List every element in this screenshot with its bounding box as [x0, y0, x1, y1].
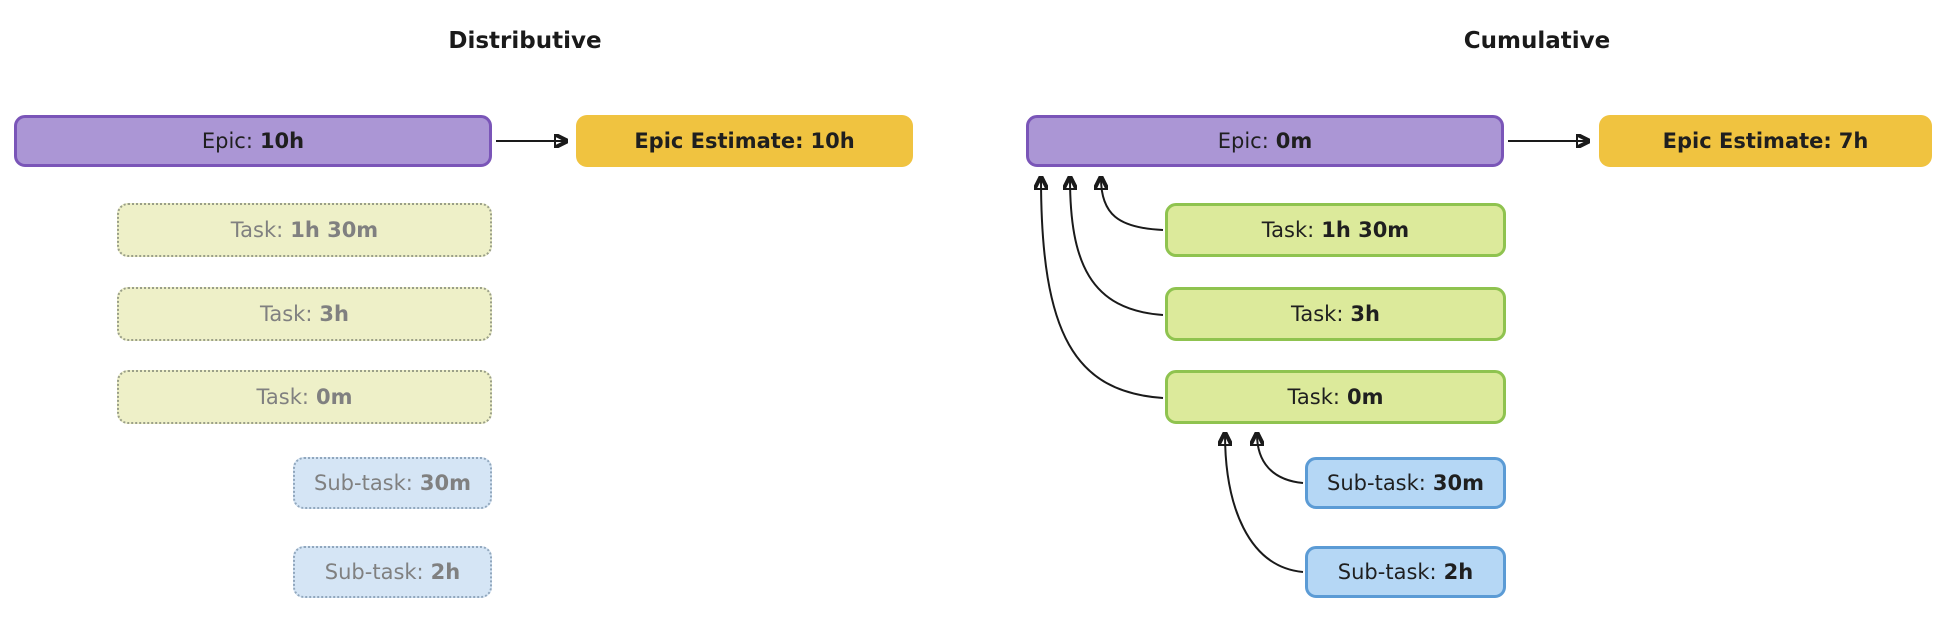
arrow-subtask2-to-task — [1225, 434, 1304, 573]
distributive-subtask-node: Sub-task: 2h — [293, 546, 492, 598]
cumulative-task-node: Task: 1h 30m — [1165, 203, 1506, 257]
subtask-label: Sub-task: — [1337, 560, 1437, 584]
task-label: Task: — [1291, 302, 1344, 326]
cumulative-epic-estimate-node: Epic Estimate: 7h — [1599, 115, 1932, 167]
subtask-value: 30m — [419, 471, 471, 495]
distributive-subtask-node: Sub-task: 30m — [293, 457, 492, 509]
distributive-task-node: Task: 3h — [117, 287, 492, 341]
distributive-title: Distributive — [448, 28, 602, 54]
task-label: Task: — [1261, 218, 1315, 242]
epic-label: Epic: — [201, 129, 253, 153]
distributive-task-node: Task: 0m — [117, 370, 492, 424]
task-value: 0m — [1346, 385, 1384, 409]
estimate-label: Epic Estimate: — [634, 129, 804, 153]
arrow-task1-to-epic — [1101, 178, 1164, 231]
subtask-label: Sub-task: — [1327, 471, 1426, 495]
task-value: 0m — [315, 385, 353, 409]
epic-value: 0m — [1275, 129, 1313, 153]
arrow-subtask1-to-task — [1257, 434, 1304, 484]
estimate-value: 7h — [1838, 129, 1869, 153]
task-value: 1h 30m — [1321, 218, 1410, 242]
cumulative-subtask-node: Sub-task: 2h — [1305, 546, 1506, 598]
arrow-task3-to-epic — [1041, 178, 1164, 399]
cumulative-task-node: Task: 3h — [1165, 287, 1506, 341]
task-label: Task: — [256, 385, 309, 409]
subtask-label: Sub-task: — [324, 560, 424, 584]
task-label: Task: — [260, 302, 313, 326]
epic-value: 10h — [259, 129, 305, 153]
task-value: 3h — [319, 302, 349, 326]
task-value: 3h — [1350, 302, 1380, 326]
arrow-task2-to-epic — [1070, 178, 1164, 316]
task-label: Task: — [230, 218, 284, 242]
task-label: Task: — [1287, 385, 1340, 409]
estimate-label: Epic Estimate: — [1662, 129, 1832, 153]
distributive-task-node: Task: 1h 30m — [117, 203, 492, 257]
task-value: 1h 30m — [290, 218, 379, 242]
cumulative-subtask-node: Sub-task: 30m — [1305, 457, 1506, 509]
subtask-value: 2h — [1443, 560, 1474, 584]
cumulative-task-node: Task: 0m — [1165, 370, 1506, 424]
subtask-value: 30m — [1432, 471, 1484, 495]
distributive-epic-estimate-node: Epic Estimate: 10h — [576, 115, 913, 167]
estimate-value: 10h — [810, 129, 855, 153]
distributive-epic-node: Epic: 10h — [14, 115, 492, 167]
cumulative-epic-node: Epic: 0m — [1026, 115, 1504, 167]
cumulative-title: Cumulative — [1463, 28, 1611, 54]
epic-label: Epic: — [1217, 129, 1269, 153]
subtask-value: 2h — [430, 560, 461, 584]
subtask-label: Sub-task: — [314, 471, 413, 495]
